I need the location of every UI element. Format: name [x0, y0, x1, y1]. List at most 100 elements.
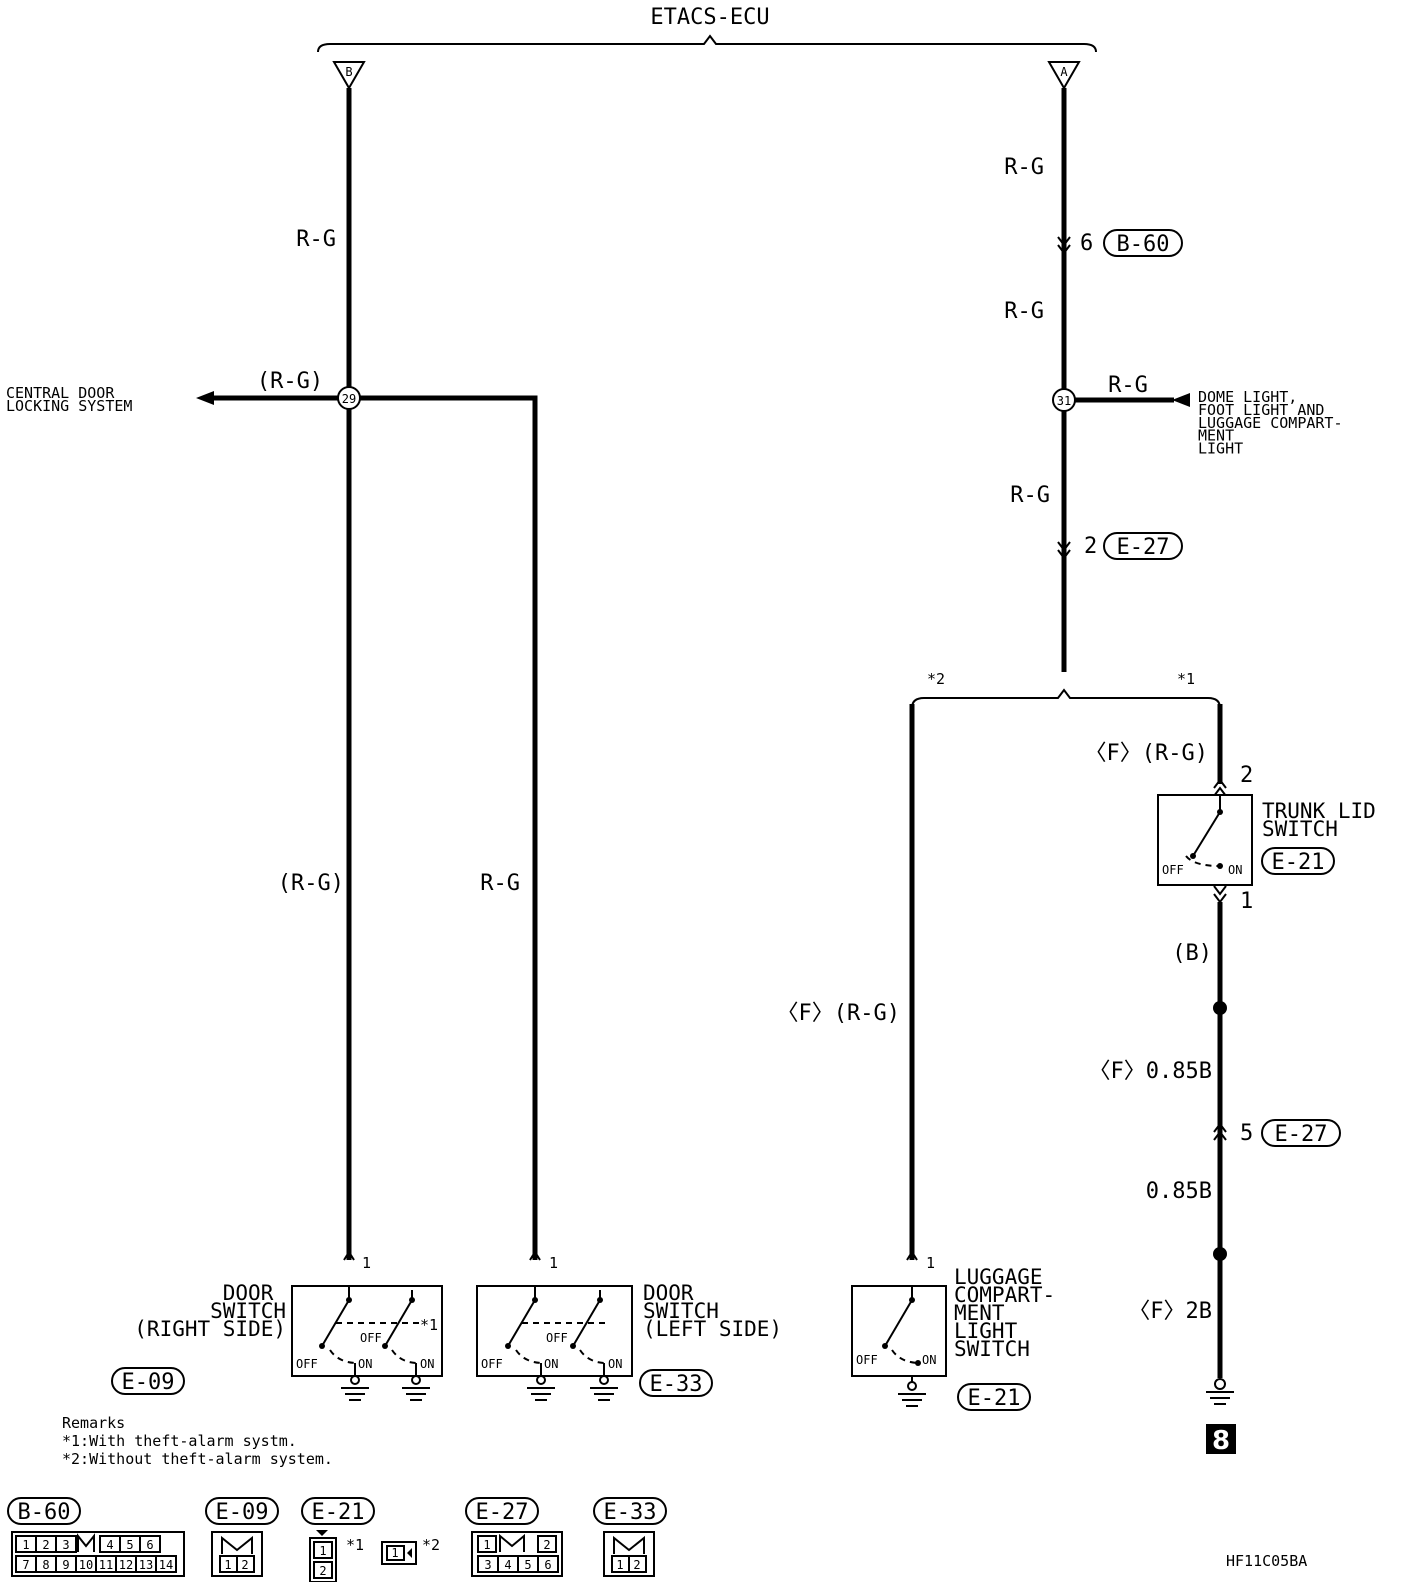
svg-text:E-21: E-21: [1272, 850, 1325, 875]
option-mark-1: *1: [1177, 670, 1195, 688]
trunk-switch-label-text: TRUNK LID: [1262, 799, 1376, 823]
connector-pill-e09: E-09: [111, 1367, 185, 1395]
wire-label-rg-2: R-G: [480, 871, 520, 896]
pin-label-5: 5: [1240, 1121, 1253, 1146]
door-switch-left-label-text: DOOR: [643, 1281, 694, 1305]
legend-connector-e27: 1 2 3 4 5 6: [471, 1531, 563, 1577]
luggage-switch-label-text-line: COMPART-: [954, 1283, 1055, 1307]
legend-connector-e21-b: 1 *2: [381, 1536, 440, 1565]
ecu-terminal-b: B: [332, 61, 366, 91]
pin-label: 1: [22, 1538, 29, 1552]
arrow-left-icon: [196, 391, 214, 405]
wire-label-f-rg-2: 〈F〉(R-G): [1085, 741, 1208, 766]
svg-text:B-60: B-60: [18, 1500, 71, 1525]
svg-text:1: 1: [224, 1558, 231, 1572]
remarks-line-2: *2:Without theft-alarm system.: [62, 1450, 333, 1468]
svg-text:8: 8: [1212, 1426, 1230, 1456]
pin-label-2: 2: [1084, 534, 1097, 559]
door-switch-right: 1 OFF ON OFF ON *1: [291, 1250, 443, 1401]
svg-text:OFF: OFF: [481, 1357, 503, 1371]
svg-text:4: 4: [504, 1558, 511, 1572]
svg-text:1: 1: [483, 1538, 490, 1552]
wire-label-b-paren: (B): [1172, 941, 1212, 966]
door-switch-right-label-text-line: SWITCH: [210, 1299, 286, 1323]
luggage-switch-label-text: LUGGAGE: [954, 1265, 1043, 1289]
pin-label: 1: [362, 1254, 371, 1272]
note-dome-light-text-line: FOOT LIGHT AND: [1198, 401, 1324, 419]
svg-text:ON: ON: [922, 1353, 936, 1367]
legend-connector-e21-a: 1 2 *1: [309, 1530, 364, 1582]
trunk-switch-label-text-line: SWITCH: [1262, 817, 1338, 841]
svg-text:1: 1: [319, 1544, 326, 1558]
svg-text:*1: *1: [420, 1316, 438, 1334]
remarks-line-1: *1:With theft-alarm systm.: [62, 1432, 297, 1450]
pin-label-1b: 1: [1240, 889, 1253, 914]
note-dome-light-text: DOME LIGHT,: [1198, 388, 1297, 406]
pin-label: 13: [139, 1558, 153, 1572]
svg-text:29: 29: [342, 392, 356, 406]
splice-dot-1: [1213, 1001, 1227, 1015]
junction-31: 31: [1052, 388, 1076, 412]
diagram-code: HF11C05BA: [1226, 1552, 1307, 1570]
svg-text:ON: ON: [420, 1357, 434, 1371]
note-central-door: CENTRAL DOOR LOCKING SYSTEM: [6, 384, 132, 415]
connector-mark-e27-lower: [1213, 1122, 1227, 1141]
connector-pill-e21-lower: E-21: [957, 1383, 1031, 1411]
svg-text:OFF: OFF: [296, 1357, 318, 1371]
pin-label: 4: [106, 1538, 113, 1552]
note-central-door-text: CENTRAL DOOR: [6, 384, 115, 402]
connector-pill-e21-upper: E-21: [1261, 847, 1335, 875]
pin-label: 10: [79, 1558, 93, 1572]
svg-text:E-27: E-27: [1275, 1122, 1328, 1147]
svg-text:OFF: OFF: [546, 1331, 568, 1345]
pin-label: 3: [62, 1538, 69, 1552]
door-switch-right-label-text-line: (RIGHT SIDE): [134, 1317, 286, 1341]
door-switch-left: 1 OFF ON OFF ON: [476, 1250, 633, 1401]
wire-label-rg-paren-2: (R-G): [278, 871, 344, 896]
legend-pill-e27: E-27: [465, 1497, 539, 1525]
svg-text:ON: ON: [608, 1357, 622, 1371]
svg-text:E-09: E-09: [122, 1370, 175, 1395]
svg-text:E-27: E-27: [1117, 535, 1170, 560]
legend-connector-e33: 1 2: [603, 1531, 655, 1577]
wire-left-door: [358, 395, 538, 1260]
note-dome-light-text-line: LUGGAGE COMPART-: [1198, 414, 1343, 432]
option-brace: [911, 688, 1221, 709]
luggage-switch-label-text-line: SWITCH: [954, 1337, 1030, 1361]
option-mark-2: *2: [927, 670, 945, 688]
ecu-terminal-a: A: [1047, 61, 1081, 91]
connector-mark-e27: [1057, 541, 1071, 560]
ecu-brace: [317, 34, 1097, 53]
wire-label-f-rg-1: 〈F〉(R-G): [777, 1001, 900, 1026]
svg-text:3: 3: [484, 1558, 491, 1572]
wire-label-f-2b: 〈F〉2B: [1128, 1299, 1212, 1324]
svg-text:OFF: OFF: [856, 1353, 878, 1367]
door-switch-left-label: DOOR SWITCH(LEFT SIDE): [643, 1281, 782, 1341]
legend-pill-e33: E-33: [593, 1497, 667, 1525]
svg-text:2: 2: [319, 1564, 326, 1578]
door-switch-left-label-text-line: (LEFT SIDE): [643, 1317, 782, 1341]
svg-text:1: 1: [616, 1558, 623, 1572]
connector-pill-b60: B-60: [1103, 229, 1183, 257]
door-switch-right-label: DOOR SWITCH(RIGHT SIDE): [134, 1281, 286, 1341]
pin-label: 5: [126, 1538, 133, 1552]
pin-label: 11: [99, 1558, 113, 1572]
connector-pill-e27-lower: E-27: [1261, 1119, 1341, 1147]
connector-mark-b60: [1057, 236, 1071, 255]
legend-pill-e21: E-21: [301, 1497, 375, 1525]
pin-label: 8: [42, 1558, 49, 1572]
pin-label: 12: [119, 1558, 133, 1572]
svg-text:6: 6: [544, 1558, 551, 1572]
pin-label-6: 6: [1080, 231, 1093, 256]
pin-label: 6: [146, 1538, 153, 1552]
wire-label-rg-1: R-G: [296, 227, 336, 252]
svg-text:OFF: OFF: [1162, 863, 1184, 877]
ground-symbol-icon: [1206, 1378, 1234, 1405]
svg-text:1: 1: [391, 1546, 398, 1560]
pin-label: 1: [926, 1254, 935, 1272]
luggage-switch-label-text-line: LIGHT: [954, 1319, 1018, 1343]
connector-pill-e27-upper: E-27: [1103, 532, 1183, 560]
wire-label-085b: 0.85B: [1146, 1179, 1212, 1204]
svg-text:E-33: E-33: [604, 1500, 657, 1525]
